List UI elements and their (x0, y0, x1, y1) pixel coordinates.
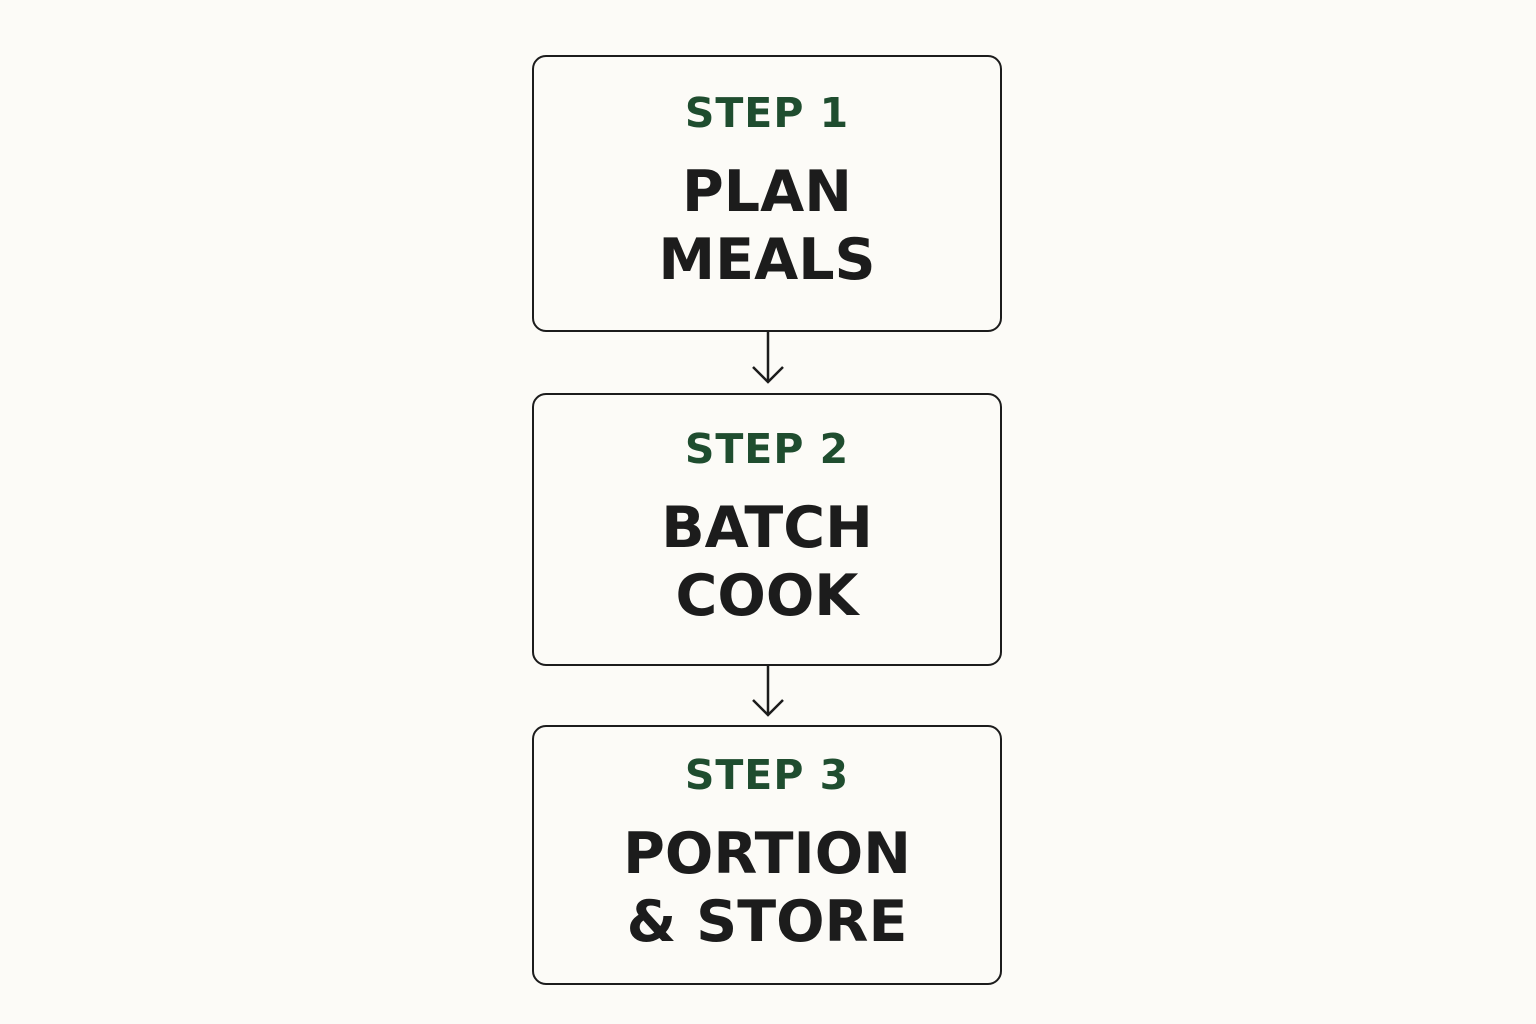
step-3-box: STEP 3 PORTION & STORE (532, 725, 1002, 985)
step-1-title-line-2: MEALS (658, 227, 876, 293)
step-2-title-line-1: BATCH (661, 495, 873, 561)
step-2-title: BATCH COOK (661, 494, 873, 630)
step-2-box: STEP 2 BATCH COOK (532, 393, 1002, 666)
step-3-title-line-1: PORTION (623, 820, 911, 887)
step-1-box: STEP 1 PLAN MEALS (532, 55, 1002, 332)
step-3-label: STEP 3 (684, 750, 850, 799)
step-3-title: PORTION & STORE (623, 820, 911, 956)
step-1-title: PLAN MEALS (658, 158, 875, 294)
step-2-label: STEP 2 (684, 425, 850, 473)
step-3-title-line-2: & STORE (626, 888, 908, 955)
step-2-title-line-2: COOK (675, 563, 859, 629)
step-1-label: STEP 1 (684, 89, 850, 137)
step-1-title-line-1: PLAN (682, 159, 852, 225)
arrow-down-icon (752, 332, 784, 384)
arrow-down-icon (752, 665, 784, 717)
